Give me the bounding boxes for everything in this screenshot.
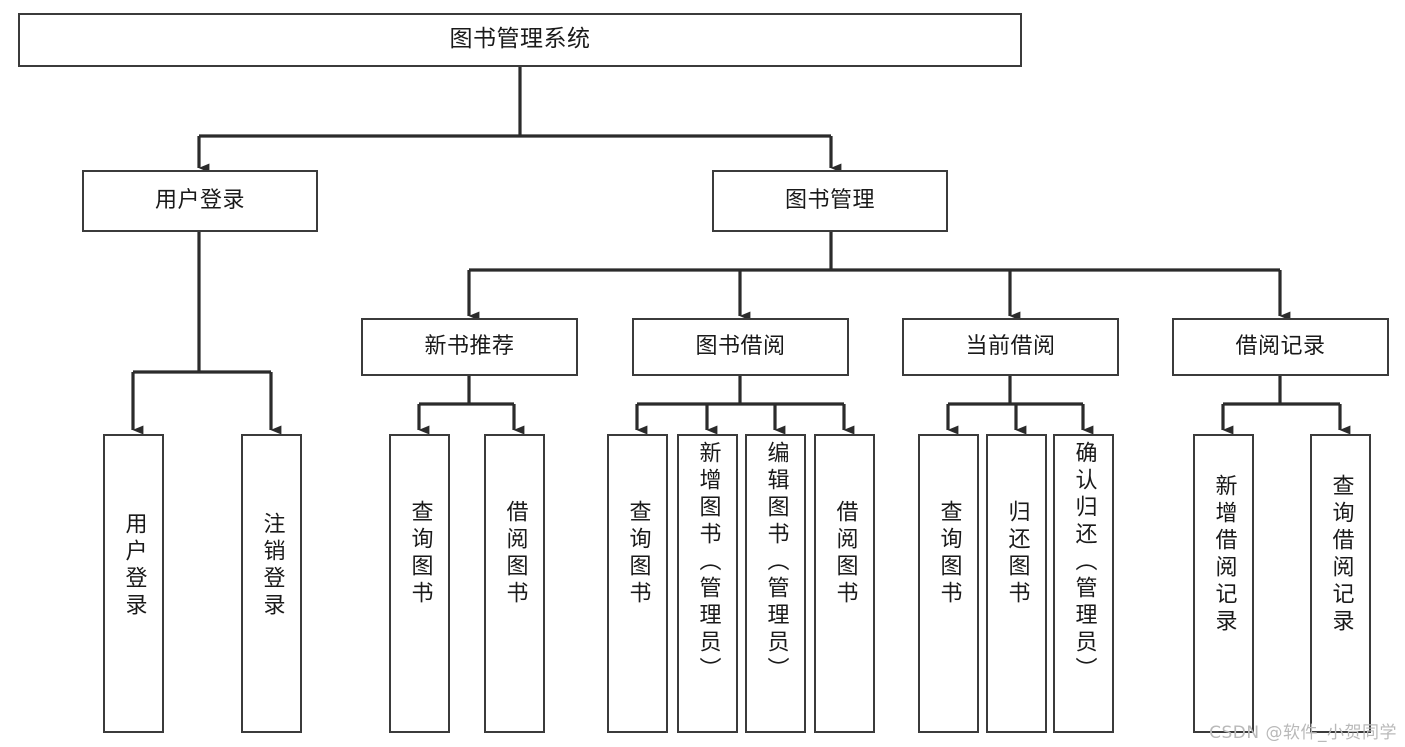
node-label: 查询图书: [625, 500, 651, 608]
node-label: 图书管理系统: [449, 26, 591, 53]
node-label: 新书推荐: [424, 334, 515, 360]
leaf-borrow-book[interactable]: 借阅图书: [814, 434, 875, 733]
node-label: 用户登录: [121, 512, 147, 620]
node-label: 借阅记录: [1235, 334, 1326, 360]
node-label: 图书借阅: [695, 334, 786, 360]
node-label: 查询图书: [936, 500, 962, 608]
leaf-confirm-return-admin[interactable]: 确认归还（管理员）: [1053, 434, 1114, 733]
node-label: 借阅图书: [502, 500, 528, 608]
leaf-borrow-book-newbook[interactable]: 借阅图书: [484, 434, 545, 733]
leaf-query-book-newbook[interactable]: 查询图书: [389, 434, 450, 733]
node-label: 确认归还（管理员）: [1071, 441, 1097, 684]
node-label: 新增借阅记录: [1211, 474, 1237, 636]
node-label: 借阅图书: [832, 500, 858, 608]
node-book-management[interactable]: 图书管理: [712, 170, 948, 232]
node-book-borrow[interactable]: 图书借阅: [632, 318, 849, 376]
node-label: 注销登录: [259, 512, 285, 620]
leaf-user-login[interactable]: 用户登录: [103, 434, 164, 733]
leaf-edit-book-admin[interactable]: 编辑图书（管理员）: [745, 434, 806, 733]
node-label: 用户登录: [154, 188, 245, 214]
node-current-borrow[interactable]: 当前借阅: [902, 318, 1119, 376]
node-user-login[interactable]: 用户登录: [82, 170, 318, 232]
leaf-logout[interactable]: 注销登录: [241, 434, 302, 733]
leaf-add-borrow-record[interactable]: 新增借阅记录: [1193, 434, 1254, 733]
leaf-add-book-admin[interactable]: 新增图书（管理员）: [677, 434, 738, 733]
node-label: 当前借阅: [965, 334, 1056, 360]
node-label: 查询图书: [407, 500, 433, 608]
watermark: CSDN @软件_小贺同学: [1209, 723, 1397, 743]
leaf-query-book-current[interactable]: 查询图书: [918, 434, 979, 733]
leaf-return-book[interactable]: 归还图书: [986, 434, 1047, 733]
node-label: 图书管理: [784, 188, 875, 214]
leaf-query-borrow-record[interactable]: 查询借阅记录: [1310, 434, 1371, 733]
node-borrow-record[interactable]: 借阅记录: [1172, 318, 1389, 376]
node-label: 查询借阅记录: [1328, 474, 1354, 636]
node-new-book-recommend[interactable]: 新书推荐: [361, 318, 578, 376]
leaf-query-book-borrow[interactable]: 查询图书: [607, 434, 668, 733]
node-root-system[interactable]: 图书管理系统: [18, 13, 1022, 67]
node-label: 新增图书（管理员）: [695, 441, 721, 684]
node-label: 归还图书: [1004, 500, 1030, 608]
node-label: 编辑图书（管理员）: [763, 441, 789, 684]
